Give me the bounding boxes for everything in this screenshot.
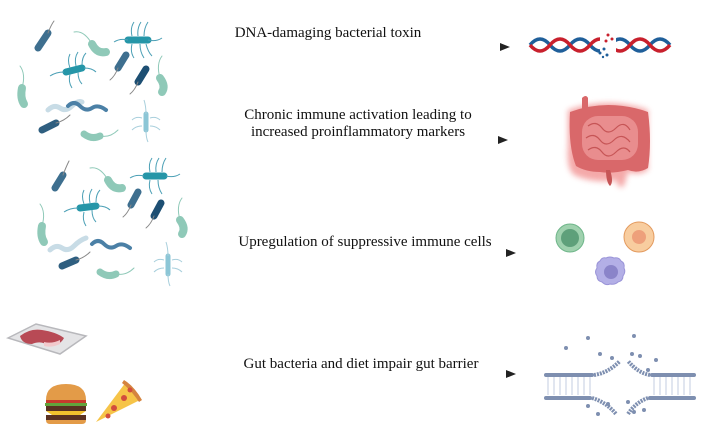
green-immune-cell-icon: [555, 223, 585, 253]
burger-icon: [45, 384, 87, 424]
damaged-dna-icon: [528, 30, 678, 60]
pizza-icon: [96, 380, 142, 422]
inflamed-intestine-icon: [560, 90, 660, 190]
label-suppressive-cells: Upregulation of suppressive immune cells: [238, 234, 492, 250]
label-immune-activation: Chronic immune activation leading to inc…: [244, 107, 472, 140]
disrupted-membrane-icon: [540, 330, 700, 420]
arrow-inflammation: [200, 135, 508, 145]
packaged-meat-icon: [5, 323, 88, 355]
arrow-immune: [200, 248, 516, 258]
arrow-barrier: [200, 369, 516, 379]
label-dna-damage: DNA-damaging bacterial toxin: [234, 25, 422, 41]
bacteria-cluster-bottom: [30, 150, 200, 290]
bacteria-cluster-top: [10, 8, 180, 148]
bacteria-icon: [37, 157, 188, 287]
orange-immune-cell-icon: [623, 221, 655, 253]
diet-foods: [0, 320, 160, 424]
bacteria-icon: [17, 20, 168, 143]
purple-immune-cell-icon: [595, 256, 626, 286]
label-gut-barrier: Gut bacteria and diet impair gut barrier: [243, 356, 479, 372]
arrow-dna: [200, 42, 510, 52]
immune-cells: [550, 220, 680, 300]
